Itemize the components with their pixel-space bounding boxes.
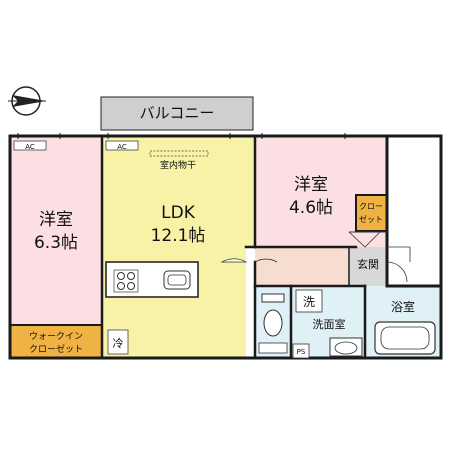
room-door-right — [254, 258, 278, 263]
ac-label-ldk: AC — [117, 143, 127, 151]
pipe-space-label: PS — [297, 348, 306, 356]
ldk-name: LDK — [161, 203, 196, 223]
indoor-drying-rack — [149, 150, 209, 157]
western-room-right-size: 4.6帖 — [289, 198, 333, 218]
ac-unit-ldk — [105, 140, 139, 151]
indoor-drying-label: 室内物干 — [160, 159, 196, 171]
walkin-closet — [10, 325, 102, 358]
ldk-size: 12.1帖 — [151, 226, 206, 246]
walls — [8, 134, 443, 360]
north-arrow-icon — [8, 86, 46, 116]
washroom-label: 洗面室 — [313, 317, 346, 331]
balcony: バルコニー — [100, 96, 254, 131]
western-room-left-size: 6.3帖 — [34, 233, 78, 253]
entrance-floor — [349, 247, 387, 286]
washer-symbol: 洗 — [303, 295, 315, 309]
walkin-closet-label-line2: クローゼット — [29, 343, 83, 355]
entrance-door-frame — [387, 246, 411, 262]
shoe-cabinet — [348, 231, 387, 248]
western-room-left — [10, 136, 102, 325]
fridge-space — [107, 329, 129, 355]
closet-label-line2: ゼット — [359, 214, 383, 224]
pipe-space — [292, 343, 310, 359]
bathtub — [374, 321, 436, 355]
toilet-fixture — [258, 293, 288, 354]
window-marks — [17, 133, 346, 139]
fridge-symbol: 冷 — [113, 337, 124, 350]
ldk-room — [102, 136, 255, 358]
walkin-closet-label-line1: ウォークイン — [29, 331, 83, 342]
ac-label-left: AC — [25, 143, 35, 151]
entrance-label: 玄関 — [357, 257, 379, 271]
bathroom-label: 浴室 — [391, 299, 415, 314]
entrance-door — [386, 261, 408, 283]
kitchen-counter — [105, 261, 199, 298]
western-room-right-name: 洋室 — [294, 175, 328, 195]
balcony-label: バルコニー — [140, 104, 215, 122]
ac-unit-left — [13, 140, 47, 151]
washer-space: 洗 — [295, 289, 323, 313]
closet-right — [356, 195, 387, 231]
wash-basin — [329, 337, 363, 357]
closet-label-line1: クロー — [359, 202, 383, 211]
western-room-left-name: 洋室 — [39, 210, 73, 230]
ldk-door — [220, 258, 248, 263]
